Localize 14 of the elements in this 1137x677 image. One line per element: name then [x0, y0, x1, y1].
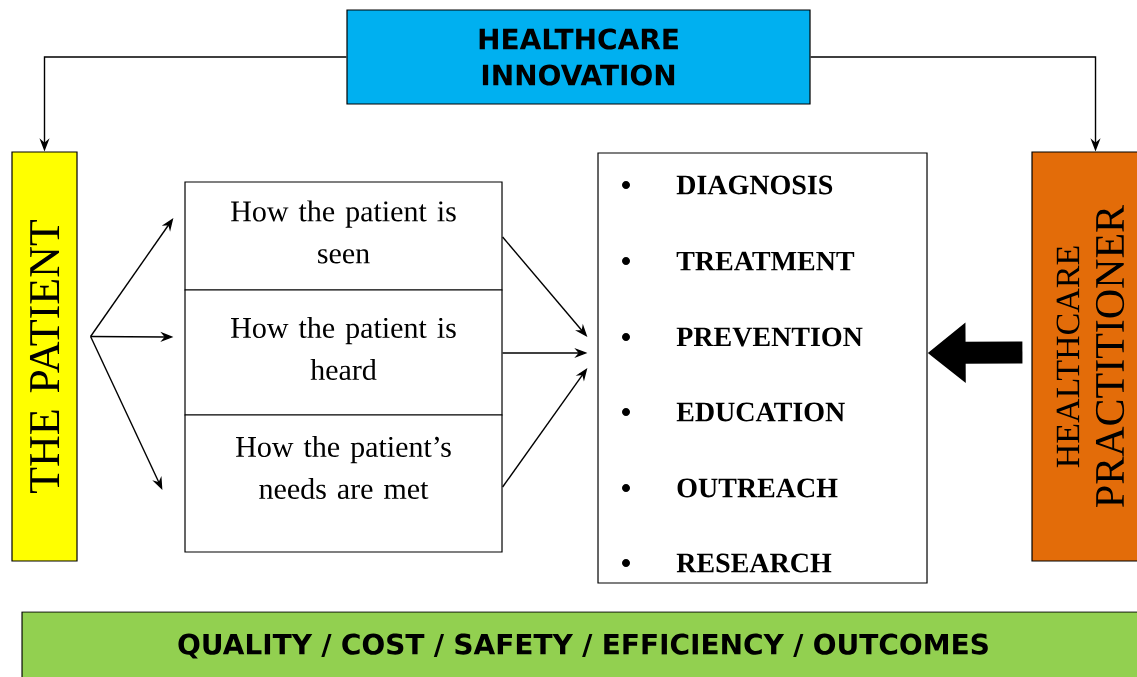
practitioner-bar: HEALTHCARE PRACTITIONER [1031, 151, 1137, 562]
list-item: DIAGNOSIS [676, 175, 833, 195]
list-item: OUTREACH [677, 478, 838, 498]
list-item: TREATMENT [676, 251, 855, 271]
aspect-cell: How the patient is heard [184, 289, 503, 416]
header-box: HEALTHCARE INNOVATION [346, 9, 811, 105]
outcomes-bar: QUALITY / COST / SAFETY / EFFICIENCY / OUTCOMES [21, 611, 1137, 677]
list-item: EDUCATION [676, 402, 845, 422]
service-list-box [597, 152, 928, 584]
aspect-cell: How the patient is seen [184, 181, 503, 291]
list-item: RESEARCH [676, 553, 832, 573]
list-item: PREVENTION [676, 327, 863, 347]
patient-bar: THE PATIENT [11, 151, 78, 562]
aspect-cell: How the patient’s needs are met [184, 414, 503, 553]
